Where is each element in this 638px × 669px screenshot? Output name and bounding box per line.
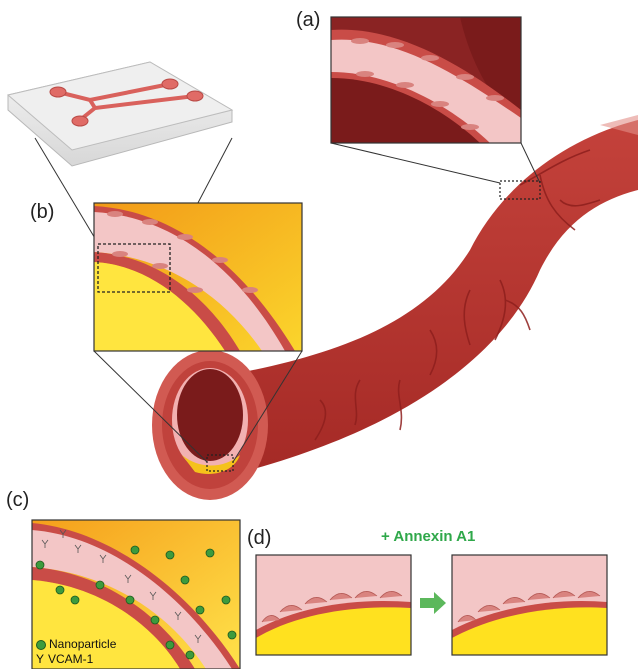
panel-d-before <box>256 555 411 655</box>
legend-nanoparticle-label: Nanoparticle <box>49 637 116 652</box>
panel-b-label: (b) <box>30 202 54 222</box>
legend-nanoparticle: Nanoparticle <box>36 637 116 652</box>
vcam-icon: Y <box>36 652 46 667</box>
panel-d-label: (d) <box>247 528 271 548</box>
panel-c-label: (c) <box>6 490 29 510</box>
legend-vcam: Y VCAM-1 <box>36 652 116 667</box>
legend: Nanoparticle Y VCAM-1 <box>36 637 116 667</box>
panel-b-inset <box>94 203 302 351</box>
panel-a-inset <box>331 17 521 143</box>
nanoparticle-icon <box>36 640 46 650</box>
legend-vcam-label: VCAM-1 <box>48 652 93 667</box>
annexin-a1-label: + Annexin A1 <box>381 528 475 545</box>
microfluidic-chip <box>8 62 232 166</box>
panel-a-label: (a) <box>296 10 320 30</box>
panel-d-after <box>452 555 607 655</box>
arrow-icon <box>420 592 446 614</box>
